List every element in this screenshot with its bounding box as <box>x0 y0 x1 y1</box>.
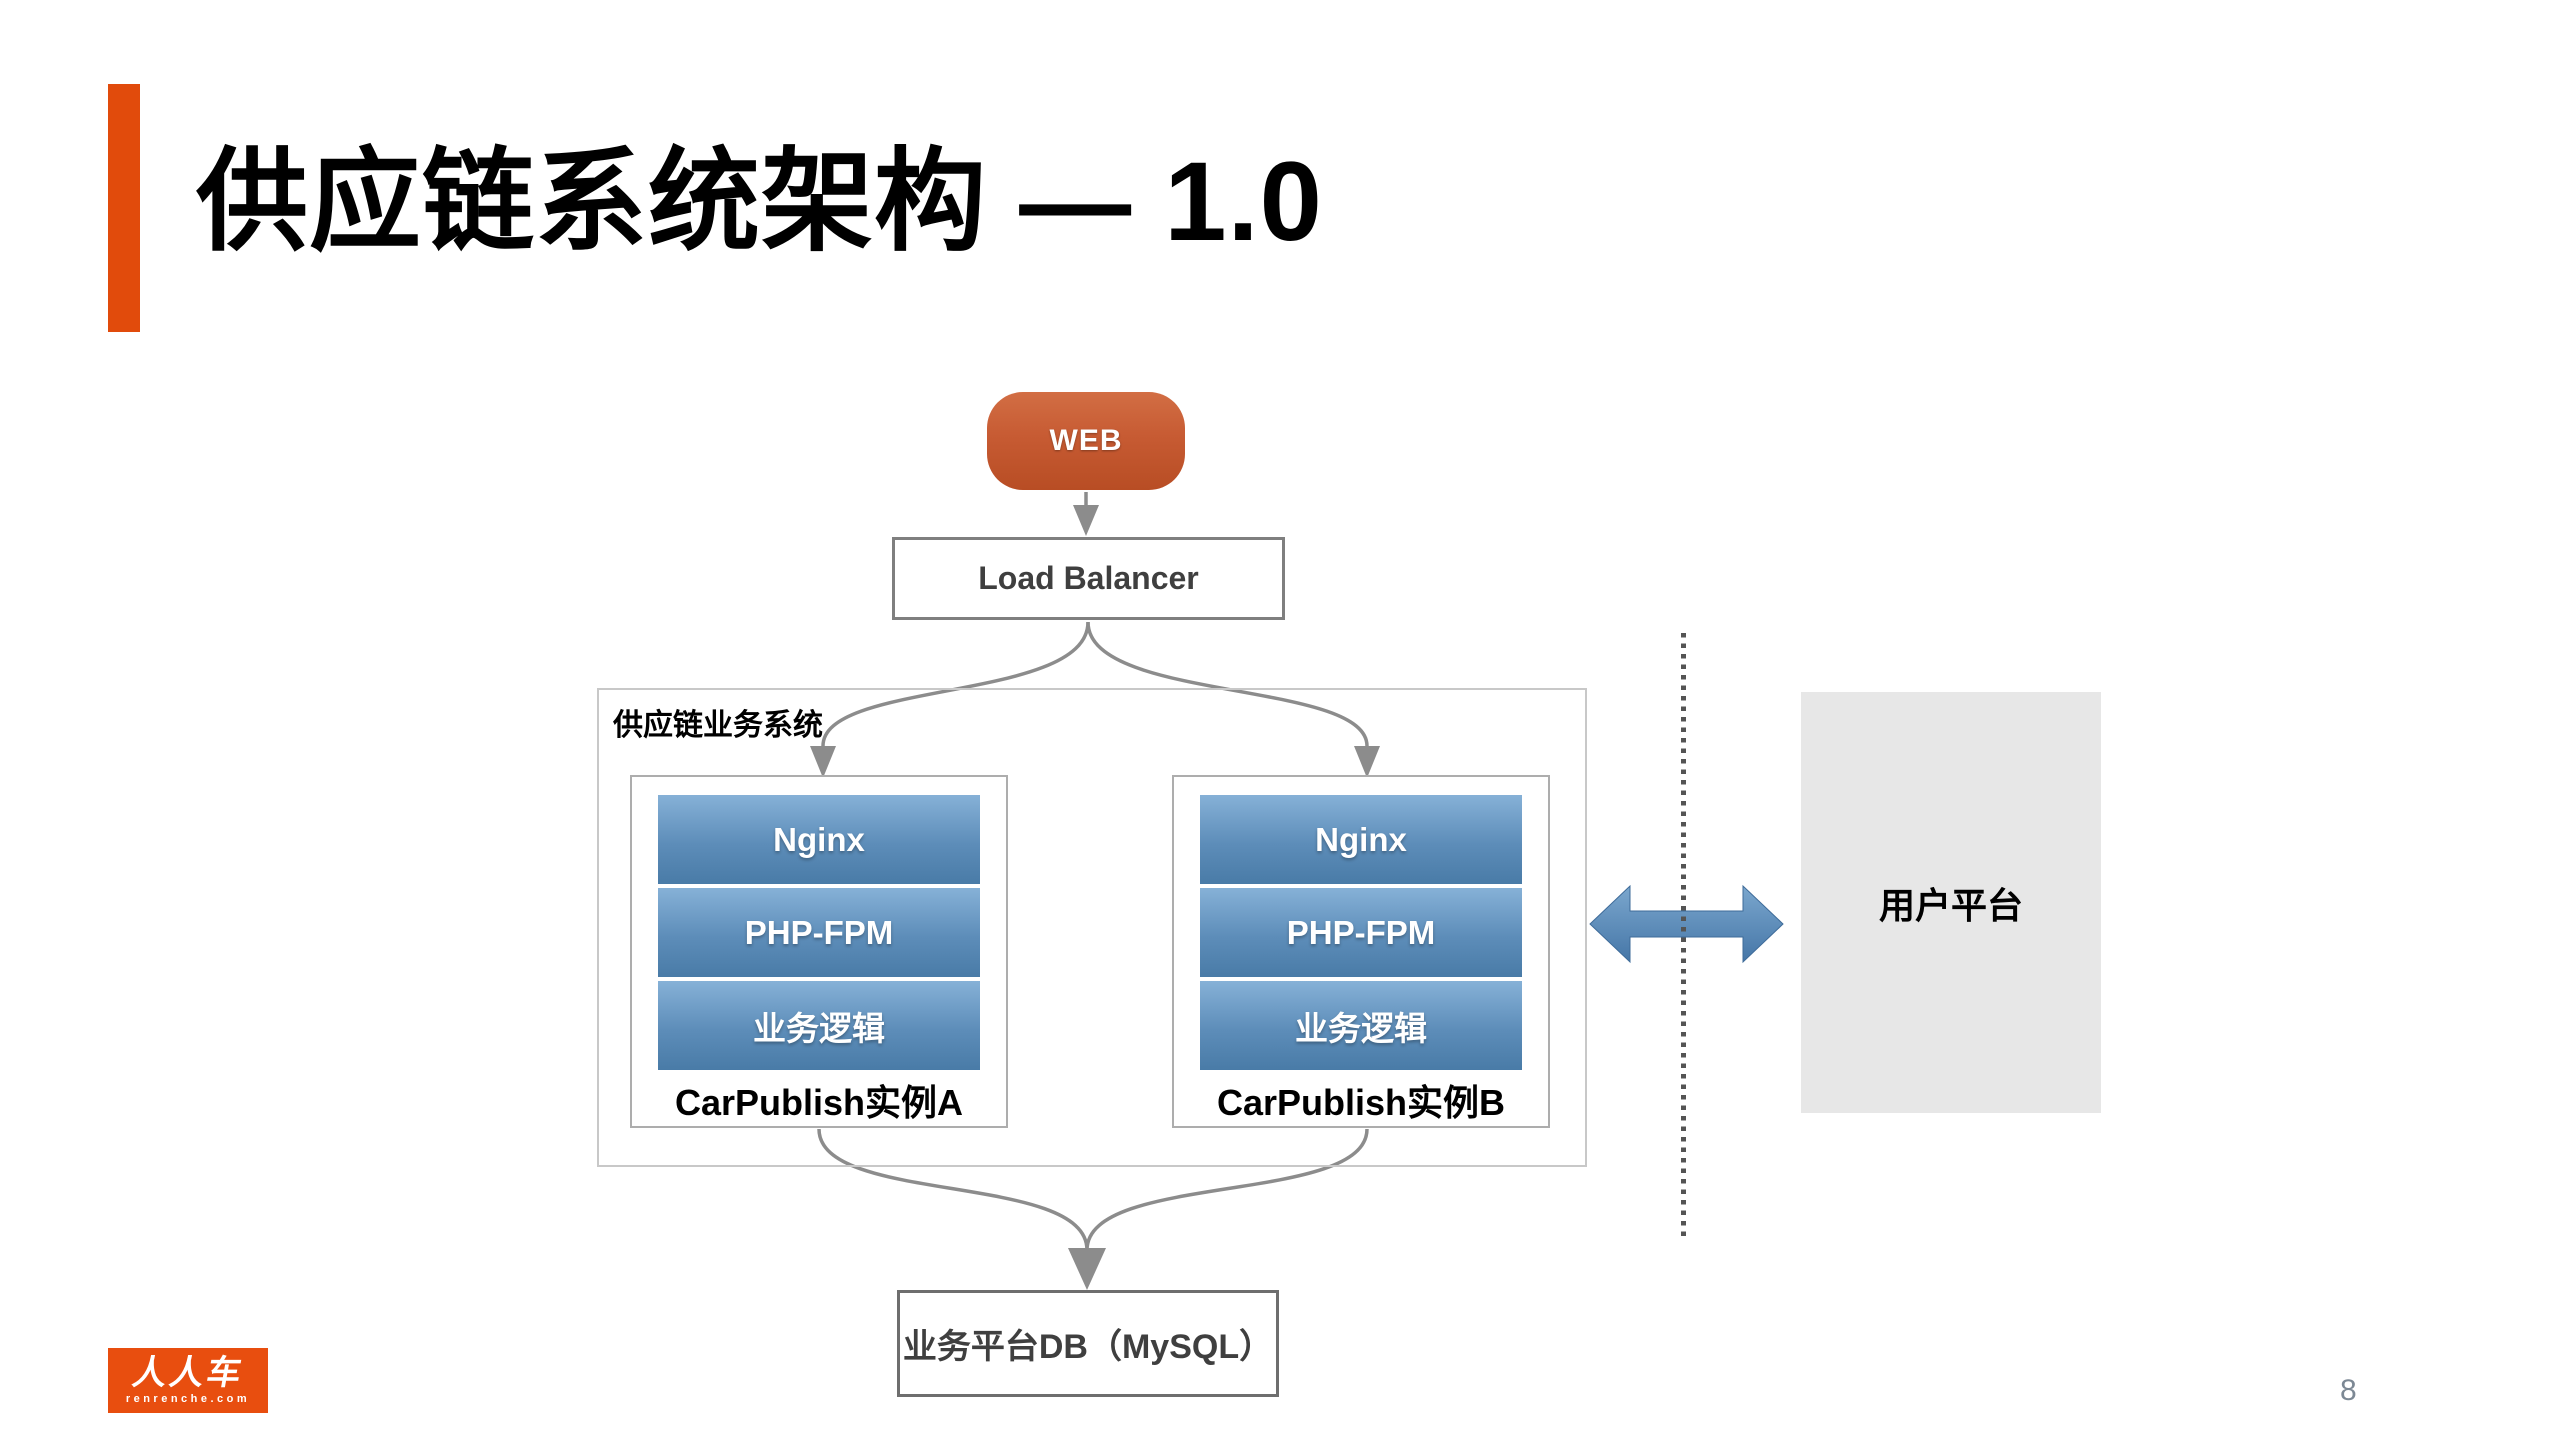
instance-a-layer-logic: 业务逻辑 <box>658 981 980 1070</box>
renrenche-logo: 人人车 renrenche.com <box>108 1348 268 1413</box>
web-node-label: WEB <box>1049 424 1123 457</box>
load-balancer-node: Load Balancer <box>892 537 1285 620</box>
instance-a-label: CarPublish实例A <box>674 1082 964 1123</box>
web-node: WEB <box>987 392 1185 490</box>
instance-b-layer-logic: 业务逻辑 <box>1200 981 1522 1070</box>
page-number: 8 <box>2340 1374 2357 1407</box>
instance-a-layer-nginx: Nginx <box>658 795 980 884</box>
page-title: 供应链系统架构 — 1.0 <box>196 139 1323 264</box>
user-platform-label: 用户平台 <box>1878 884 2023 926</box>
arrowhead-to-db <box>1068 1248 1106 1290</box>
load-balancer-label: Load Balancer <box>978 560 1199 596</box>
logo-chinese-text: 人人车 <box>129 1354 247 1392</box>
instance-b-layer-nginx: Nginx <box>1200 795 1522 884</box>
logo-domain-text: renrenche.com <box>125 1393 251 1405</box>
instance-b-layer-phpfpm: PHP-FPM <box>1200 888 1522 977</box>
double-arrow-icon <box>1589 884 1784 964</box>
user-platform-box: 用户平台 <box>1801 692 2101 1113</box>
db-node-label: 业务平台DB（MySQL） <box>902 1328 1274 1366</box>
instance-b-box: Nginx PHP-FPM 业务逻辑 CarPublish实例B <box>1172 775 1550 1128</box>
arrowhead-web-to-lb <box>1073 505 1099 536</box>
instance-b-label: CarPublish实例B <box>1216 1082 1506 1123</box>
dotted-divider-line <box>1681 633 1686 1240</box>
title-accent-bar <box>108 84 140 332</box>
instance-a-layer-phpfpm: PHP-FPM <box>658 888 980 977</box>
business-system-container: 供应链业务系统 <box>597 688 1587 1167</box>
business-system-label: 供应链业务系统 <box>613 709 823 742</box>
db-node: 业务平台DB（MySQL） <box>897 1290 1279 1397</box>
instance-a-box: Nginx PHP-FPM 业务逻辑 CarPublish实例A <box>630 775 1008 1128</box>
